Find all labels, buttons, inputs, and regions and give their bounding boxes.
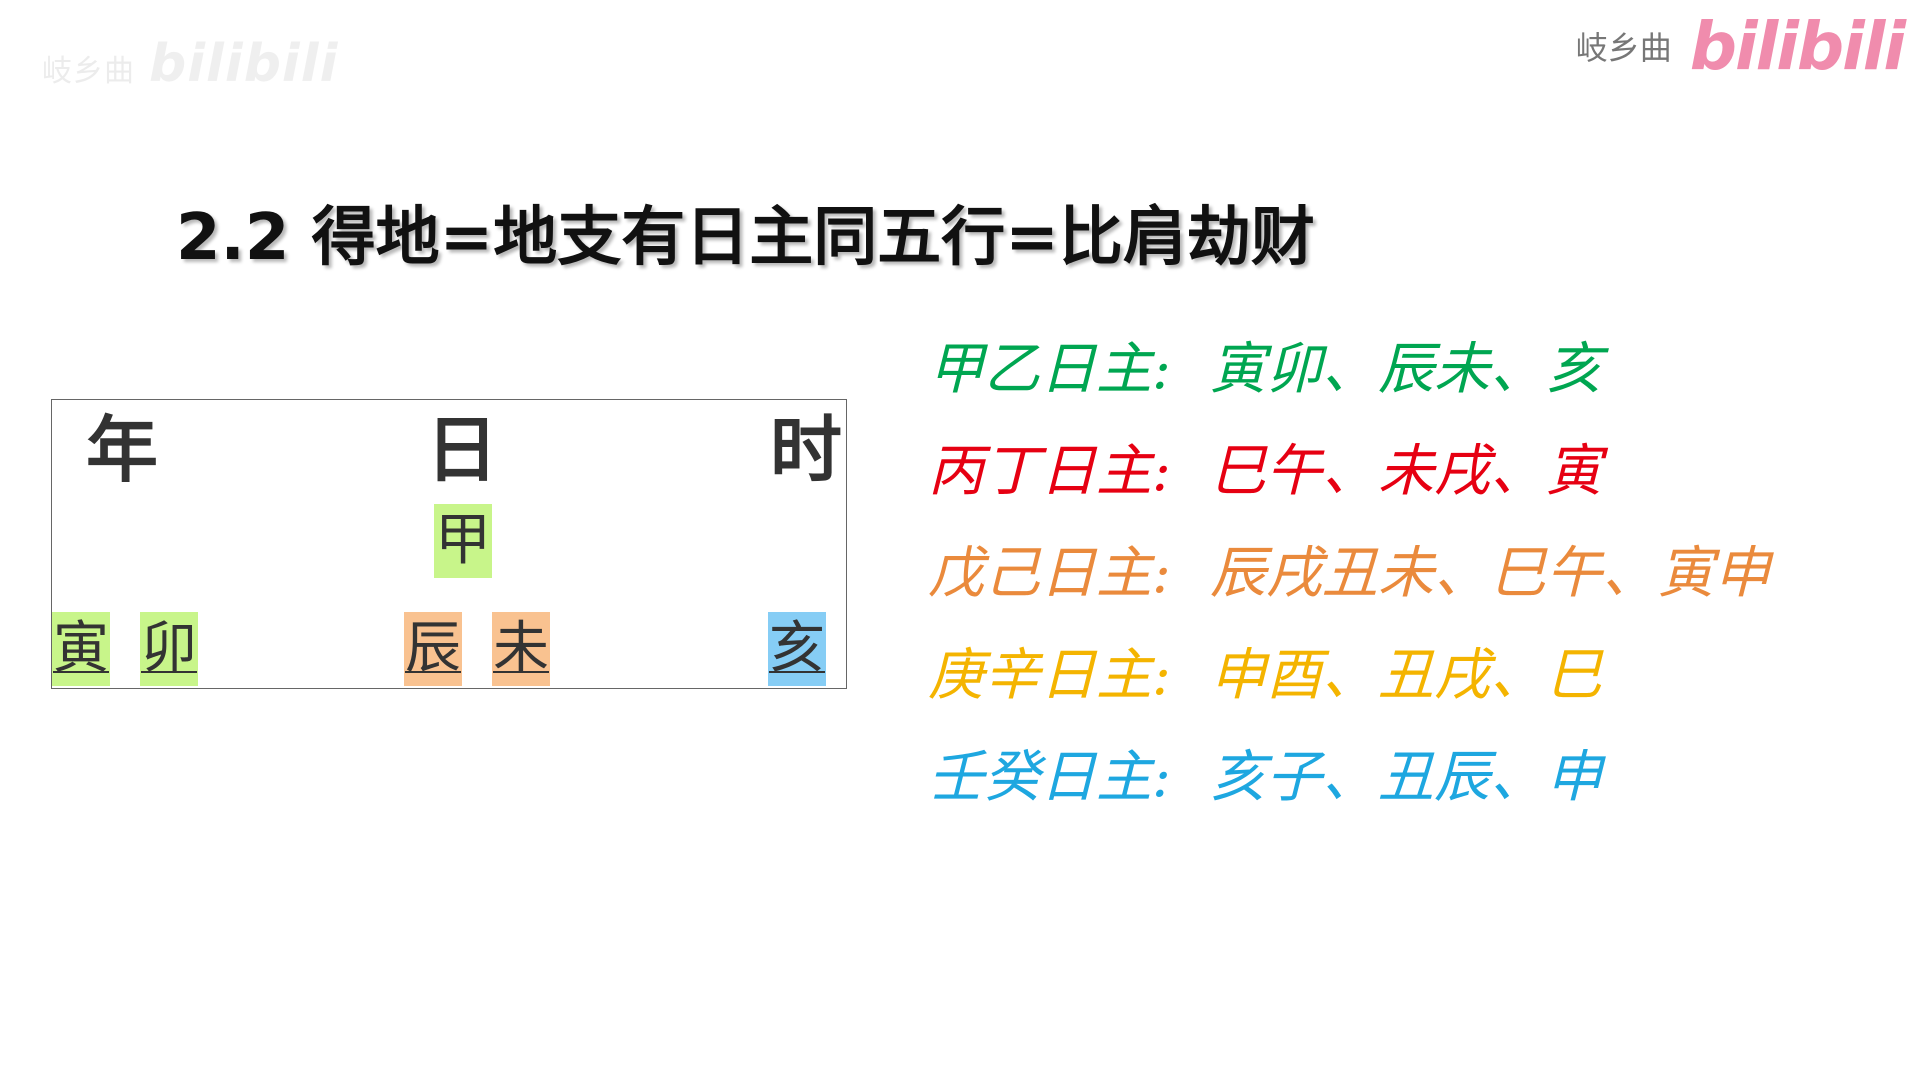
branch-cell-wei: 未 <box>492 612 550 686</box>
rule-branches: 寅卯、辰未、亥 <box>1210 337 1602 402</box>
bilibili-logo: bilibili <box>1689 7 1906 85</box>
pillar-label-year: 年 <box>86 408 159 492</box>
watermark-left-name: 岐乡曲 <box>42 54 135 89</box>
watermark-left: 岐乡曲 bilibili <box>42 34 338 94</box>
rule-prefix: 甲乙日主: <box>928 337 1171 402</box>
rule-prefix: 庚辛日主: <box>928 643 1171 708</box>
rule-row-ren-gui: 壬癸日主: 亥子、丑辰、申 <box>928 742 1848 844</box>
rule-prefix: 戊己日主: <box>928 541 1171 606</box>
rule-prefix: 丙丁日主: <box>928 439 1171 504</box>
rule-branches: 巳午、未戌、寅 <box>1210 439 1602 504</box>
rule-prefix: 壬癸日主: <box>928 745 1171 810</box>
rule-branches: 申酉、丑戌、巳 <box>1210 643 1602 708</box>
rule-row-wu-ji: 戊己日主: 辰戌丑未、巳午、寅申 <box>928 538 1848 640</box>
rule-row-bing-ding: 丙丁日主: 巳午、未戌、寅 <box>928 436 1848 538</box>
rule-row-geng-xin: 庚辛日主: 申酉、丑戌、巳 <box>928 640 1848 742</box>
element-rules-list: 甲乙日主: 寅卯、辰未、亥 丙丁日主: 巳午、未戌、寅 戊己日主: 辰戌丑未、巳午、寅… <box>928 334 1848 844</box>
branch-cell-chen: 辰 <box>404 612 462 686</box>
rule-branches: 亥子、丑辰、申 <box>1210 745 1602 810</box>
branch-cell-yin: 寅 <box>52 612 110 686</box>
pillar-label-hour: 时 <box>770 408 843 492</box>
slide-title: 2.2 得地=地支有日主同五行=比肩劫财 <box>176 201 1315 275</box>
rule-row-jia-yi: 甲乙日主: 寅卯、辰未、亥 <box>928 334 1848 436</box>
branch-cell-hai: 亥 <box>768 612 826 686</box>
pillar-label-day: 日 <box>426 408 499 492</box>
day-stem-cell: 甲 <box>434 504 492 578</box>
watermark-right: 岐乡曲 bilibili <box>1575 6 1906 86</box>
bazi-chart: 年 日 时 甲 寅 卯 辰 未 亥 <box>51 399 847 689</box>
rule-branches: 辰戌丑未、巳午、寅申 <box>1210 541 1770 606</box>
watermark-author-name: 岐乡曲 <box>1575 29 1672 67</box>
bilibili-logo-faded: bilibili <box>149 34 339 94</box>
branch-cell-mao: 卯 <box>140 612 198 686</box>
